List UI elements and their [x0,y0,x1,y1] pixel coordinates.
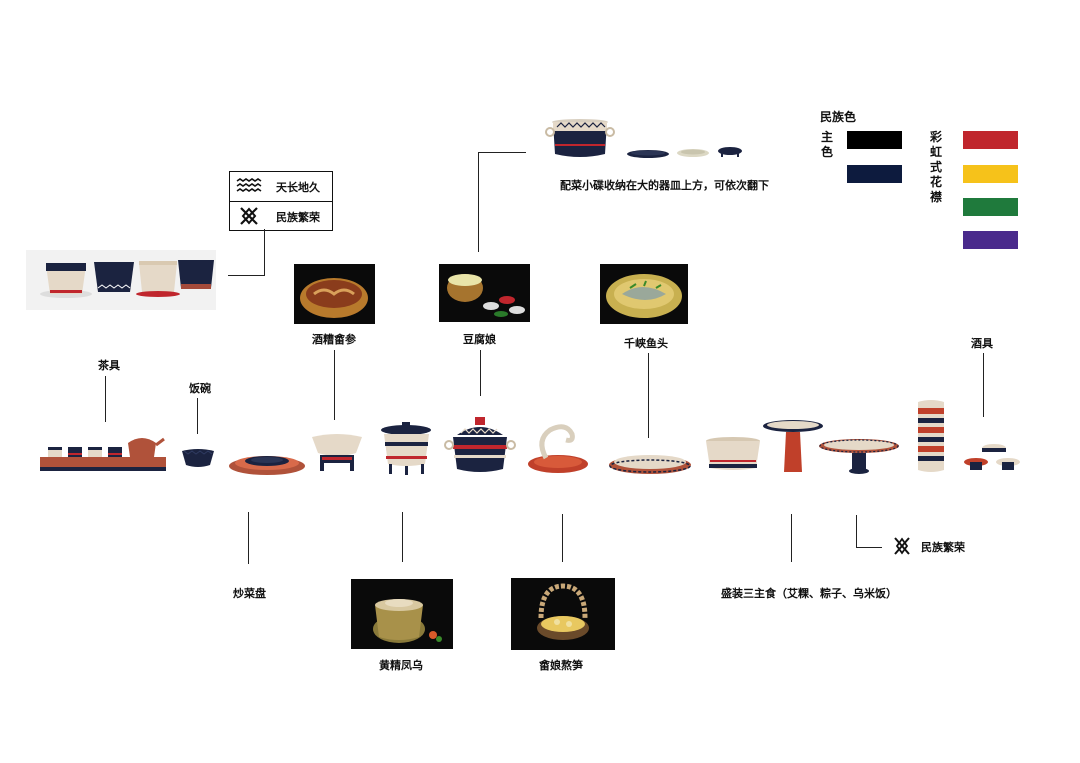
connector-line [562,514,563,562]
connector-line [983,353,984,417]
connector-line [648,353,649,438]
storage-vessel-render [545,118,755,163]
main-color-label: 主色 [820,130,833,159]
legend-row-minzu: 民族繁荣 [230,201,332,230]
connector-line [478,152,479,252]
tripod-pot-render [379,420,434,476]
dish-photo-shebiao [511,578,615,650]
rice-bowl-render [180,447,216,469]
legend-label-minzu: 民族繁荣 [276,211,320,224]
connector-line [791,514,792,562]
knot-pattern-icon [893,537,911,555]
pedestal-plate-render [762,418,824,474]
dish-label-doufu: 豆腐娘 [463,333,496,346]
wave-pattern-icon [236,177,262,195]
wine-jug-render [914,398,948,474]
legend-row-tianchang: 天长地久 [230,172,332,200]
legend-label-tianchang: 天长地久 [276,181,320,194]
dish-photo-huangjing [351,579,453,649]
lidded-urn-render [444,415,516,475]
rainbow-swatch-purple [963,231,1018,249]
rainbow-swatch-yellow [963,165,1018,183]
connector-line [248,512,249,564]
tea-cups-render [26,250,216,310]
tea-set-render [38,433,168,475]
main-color-swatch-2 [847,165,902,183]
connector-line [264,229,265,275]
ware-label-wine: 酒具 [971,337,993,350]
connector-line [856,515,857,547]
ware-label-three-staples: 盛装三主食（艾粿、粽子、乌米饭） [721,587,897,600]
connector-line [478,152,526,153]
dish-label-qianxia: 千峡鱼头 [624,337,668,350]
connector-line [197,398,198,434]
ware-label-prosperity: 民族繁荣 [921,541,965,554]
rainbow-swatch-green [963,198,1018,216]
round-tray-render [608,450,692,476]
wine-cups-render [962,440,1022,474]
connector-line [105,376,106,422]
dish-photo-doufu [439,264,530,322]
connector-line [856,547,882,548]
phoenix-dish-render [526,420,590,476]
ware-label-stir-plate: 炒菜盘 [233,587,266,600]
rainbow-color-label: 彩虹式花襟 [929,130,942,204]
pattern-legend: 天长地久 民族繁荣 [229,171,333,231]
brazier-bowl-render [310,433,364,473]
connector-line [228,275,265,276]
dish-photo-jiuzao [294,264,375,324]
connector-line [334,350,335,420]
main-color-swatch-1 [847,131,902,149]
dish-label-shebiao: 畲娘熬笋 [539,659,583,672]
rainbow-swatch-red [963,131,1018,149]
dish-photo-qianxia [600,264,688,324]
stir-fry-plate-render [228,450,306,476]
footed-tray-render [818,436,900,476]
knot-pattern-icon [236,207,262,225]
connector-line [480,350,481,396]
dish-label-huangjing: 黄精凤乌 [379,659,423,672]
color-legend-title: 民族色 [820,110,857,124]
staple-bowl-render [704,436,762,474]
connector-line [402,512,403,562]
dish-label-jiuzao: 酒糟畲参 [312,333,356,346]
storage-note: 配菜小碟收纳在大的器皿上方，可依次翻下 [560,179,769,192]
ware-label-rice-bowl: 饭碗 [189,382,211,395]
ware-label-tea: 茶具 [98,359,120,372]
